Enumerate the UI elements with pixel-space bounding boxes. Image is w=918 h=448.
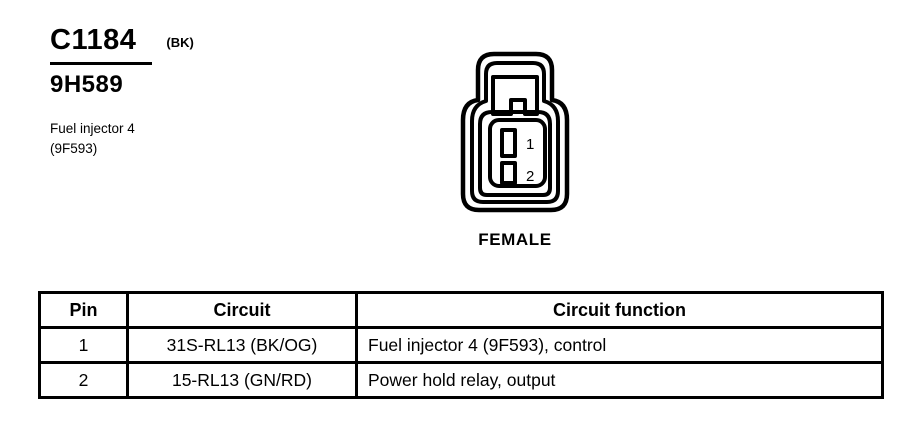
connector-outer-shell [460, 51, 570, 213]
latch-tab [491, 75, 539, 116]
pin-cavity-1 [500, 128, 517, 158]
table-row: 1 31S-RL13 (BK/OG) Fuel injector 4 (9F59… [41, 326, 881, 361]
connector-figure: 1 2 FEMALE [430, 48, 600, 250]
connector-gender-caption: FEMALE [478, 230, 552, 249]
connector-description: Fuel injector 4 (9F593) [50, 119, 194, 158]
connector-body-outline [478, 110, 552, 197]
connector-face-diagram: 1 2 [460, 51, 570, 213]
table-header-row: Pin Circuit Circuit function [41, 294, 881, 326]
column-header-circuit: Circuit [129, 294, 358, 326]
description-line-2: (9F593) [50, 140, 98, 156]
connector-header: C1184 (BK) 9H589 Fuel injector 4 (9F593) [50, 26, 194, 158]
cell-circuit-function: Fuel injector 4 (9F593), control [368, 334, 607, 355]
pin-label-1: 1 [526, 136, 534, 153]
pin-housing [488, 118, 547, 188]
header-underline [50, 62, 152, 65]
connector-inner-shell [470, 61, 560, 204]
part-number: 9H589 [50, 71, 124, 98]
pin-cavity-2 [500, 161, 517, 185]
pin-label-2: 2 [526, 168, 534, 185]
cell-circuit: 31S-RL13 (BK/OG) [129, 329, 358, 361]
cell-pin: 2 [41, 364, 129, 396]
cell-pin: 1 [41, 329, 129, 361]
column-header-pin: Pin [41, 294, 129, 326]
connector-id: C1184 [50, 24, 137, 56]
cell-circuit: 15-RL13 (GN/RD) [129, 364, 358, 396]
description-line-1: Fuel injector 4 [50, 121, 135, 136]
column-header-circuit-function: Circuit function [553, 299, 686, 320]
connector-id-row: C1184 (BK) [50, 26, 194, 55]
cell-circuit-function: Power hold relay, output [368, 369, 556, 390]
connector-color-code: (BK) [166, 35, 194, 50]
pinout-table: Pin Circuit Circuit function 1 31S-RL13 … [38, 291, 884, 399]
table-row: 2 15-RL13 (GN/RD) Power hold relay, outp… [41, 361, 881, 396]
